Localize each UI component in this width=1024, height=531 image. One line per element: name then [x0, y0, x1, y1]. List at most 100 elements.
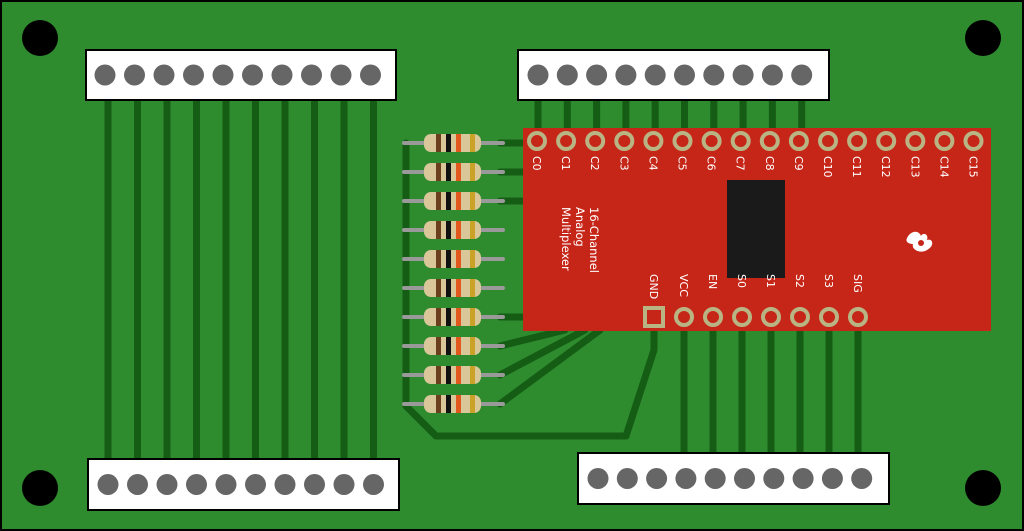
title-line-2: Analog: [573, 207, 587, 247]
hole-top-right: [965, 20, 1001, 56]
resistor-band: [456, 134, 461, 152]
channel-label: C0: [530, 156, 543, 171]
flame-logo-icon: [906, 231, 933, 252]
header-pin: [791, 64, 813, 86]
traces: [104, 96, 862, 464]
header-pin: [644, 64, 666, 86]
hole-bottom-left: [22, 470, 58, 506]
resistor-band: [456, 395, 461, 413]
control-pads: [643, 306, 868, 328]
resistor-band: [436, 337, 441, 355]
header-pin: [646, 468, 668, 489]
resistor-band: [470, 250, 475, 268]
header-pin: [333, 474, 355, 495]
header-pin: [212, 64, 234, 86]
resistor-band: [456, 250, 461, 268]
hole-bottom-right: [965, 470, 1001, 506]
resistor: [402, 163, 505, 181]
channel-pad: [759, 131, 780, 151]
control-pad-square: [643, 306, 665, 328]
channel-pad: [527, 131, 547, 151]
header-pin: [792, 468, 814, 489]
resistor: [402, 134, 505, 152]
channel-label: C15: [967, 156, 980, 178]
resistor-band: [470, 279, 475, 297]
resistor-band: [446, 250, 451, 268]
channel-pad: [876, 131, 897, 151]
header-pin: [124, 64, 145, 86]
channel-pad: [788, 131, 809, 151]
control-pad: [703, 307, 723, 327]
header-pin: [183, 64, 204, 86]
header-pin: [821, 468, 843, 489]
control-pad: [761, 307, 781, 327]
header-pin: [186, 474, 207, 495]
header-pin: [97, 474, 119, 495]
resistor: [402, 279, 505, 297]
channel-pad: [963, 131, 984, 151]
channel-label: C1: [559, 156, 572, 171]
resistor-band: [456, 337, 461, 355]
resistor-array: [402, 134, 505, 413]
resistor-band: [456, 366, 461, 384]
resistor: [402, 221, 505, 239]
header-pin: [304, 474, 325, 495]
channel-label: C14: [937, 156, 950, 178]
channel-label: C10: [821, 156, 834, 178]
resistor: [402, 366, 505, 384]
header-pin: [360, 64, 381, 86]
header-pin: [271, 64, 293, 86]
resistor-band: [470, 337, 475, 355]
resistor-band: [446, 366, 451, 384]
resistor-band: [446, 337, 451, 355]
resistor-band: [436, 395, 441, 413]
header-bottom-right: [577, 452, 890, 505]
resistor-band: [470, 366, 475, 384]
resistor-band: [456, 279, 461, 297]
header-bottom-left: [87, 458, 400, 511]
header-pin: [732, 64, 754, 86]
header-pin: [156, 474, 178, 495]
resistor-band: [436, 192, 441, 210]
header-pin: [587, 468, 609, 489]
channel-pad: [701, 131, 722, 151]
resistor-band: [446, 221, 451, 239]
channel-pad: [643, 131, 664, 151]
resistor-band: [470, 395, 475, 413]
resistor-band: [470, 134, 475, 152]
header-pin: [734, 468, 755, 489]
resistor-band: [456, 163, 461, 181]
header-pin: [615, 64, 637, 86]
header-pin: [94, 64, 116, 86]
channel-label: C4: [646, 156, 659, 171]
header-pin: [330, 64, 352, 86]
control-label: S2: [793, 274, 806, 288]
channel-pad: [672, 131, 693, 151]
header-pin: [851, 468, 873, 489]
channel-label: C3: [617, 156, 630, 171]
resistor-band: [436, 134, 441, 152]
control-pad: [790, 307, 810, 327]
control-pad: [732, 307, 752, 327]
header-pin: [301, 64, 322, 86]
header-top-left: [85, 49, 397, 101]
channel-label: C2: [588, 156, 601, 171]
resistor-band: [436, 366, 441, 384]
resistor-band: [456, 192, 461, 210]
header-pin: [242, 64, 263, 86]
resistor-band: [446, 134, 451, 152]
resistor-band: [446, 279, 451, 297]
channel-pad: [556, 131, 577, 151]
resistor-band: [436, 308, 441, 326]
control-pad: [819, 307, 839, 327]
control-label: S0: [735, 274, 748, 288]
control-label: VCC: [677, 274, 690, 297]
header-pin: [274, 474, 296, 495]
header-pin: [215, 474, 237, 495]
resistor: [402, 337, 505, 355]
trace: [496, 326, 604, 408]
resistor: [402, 192, 505, 210]
